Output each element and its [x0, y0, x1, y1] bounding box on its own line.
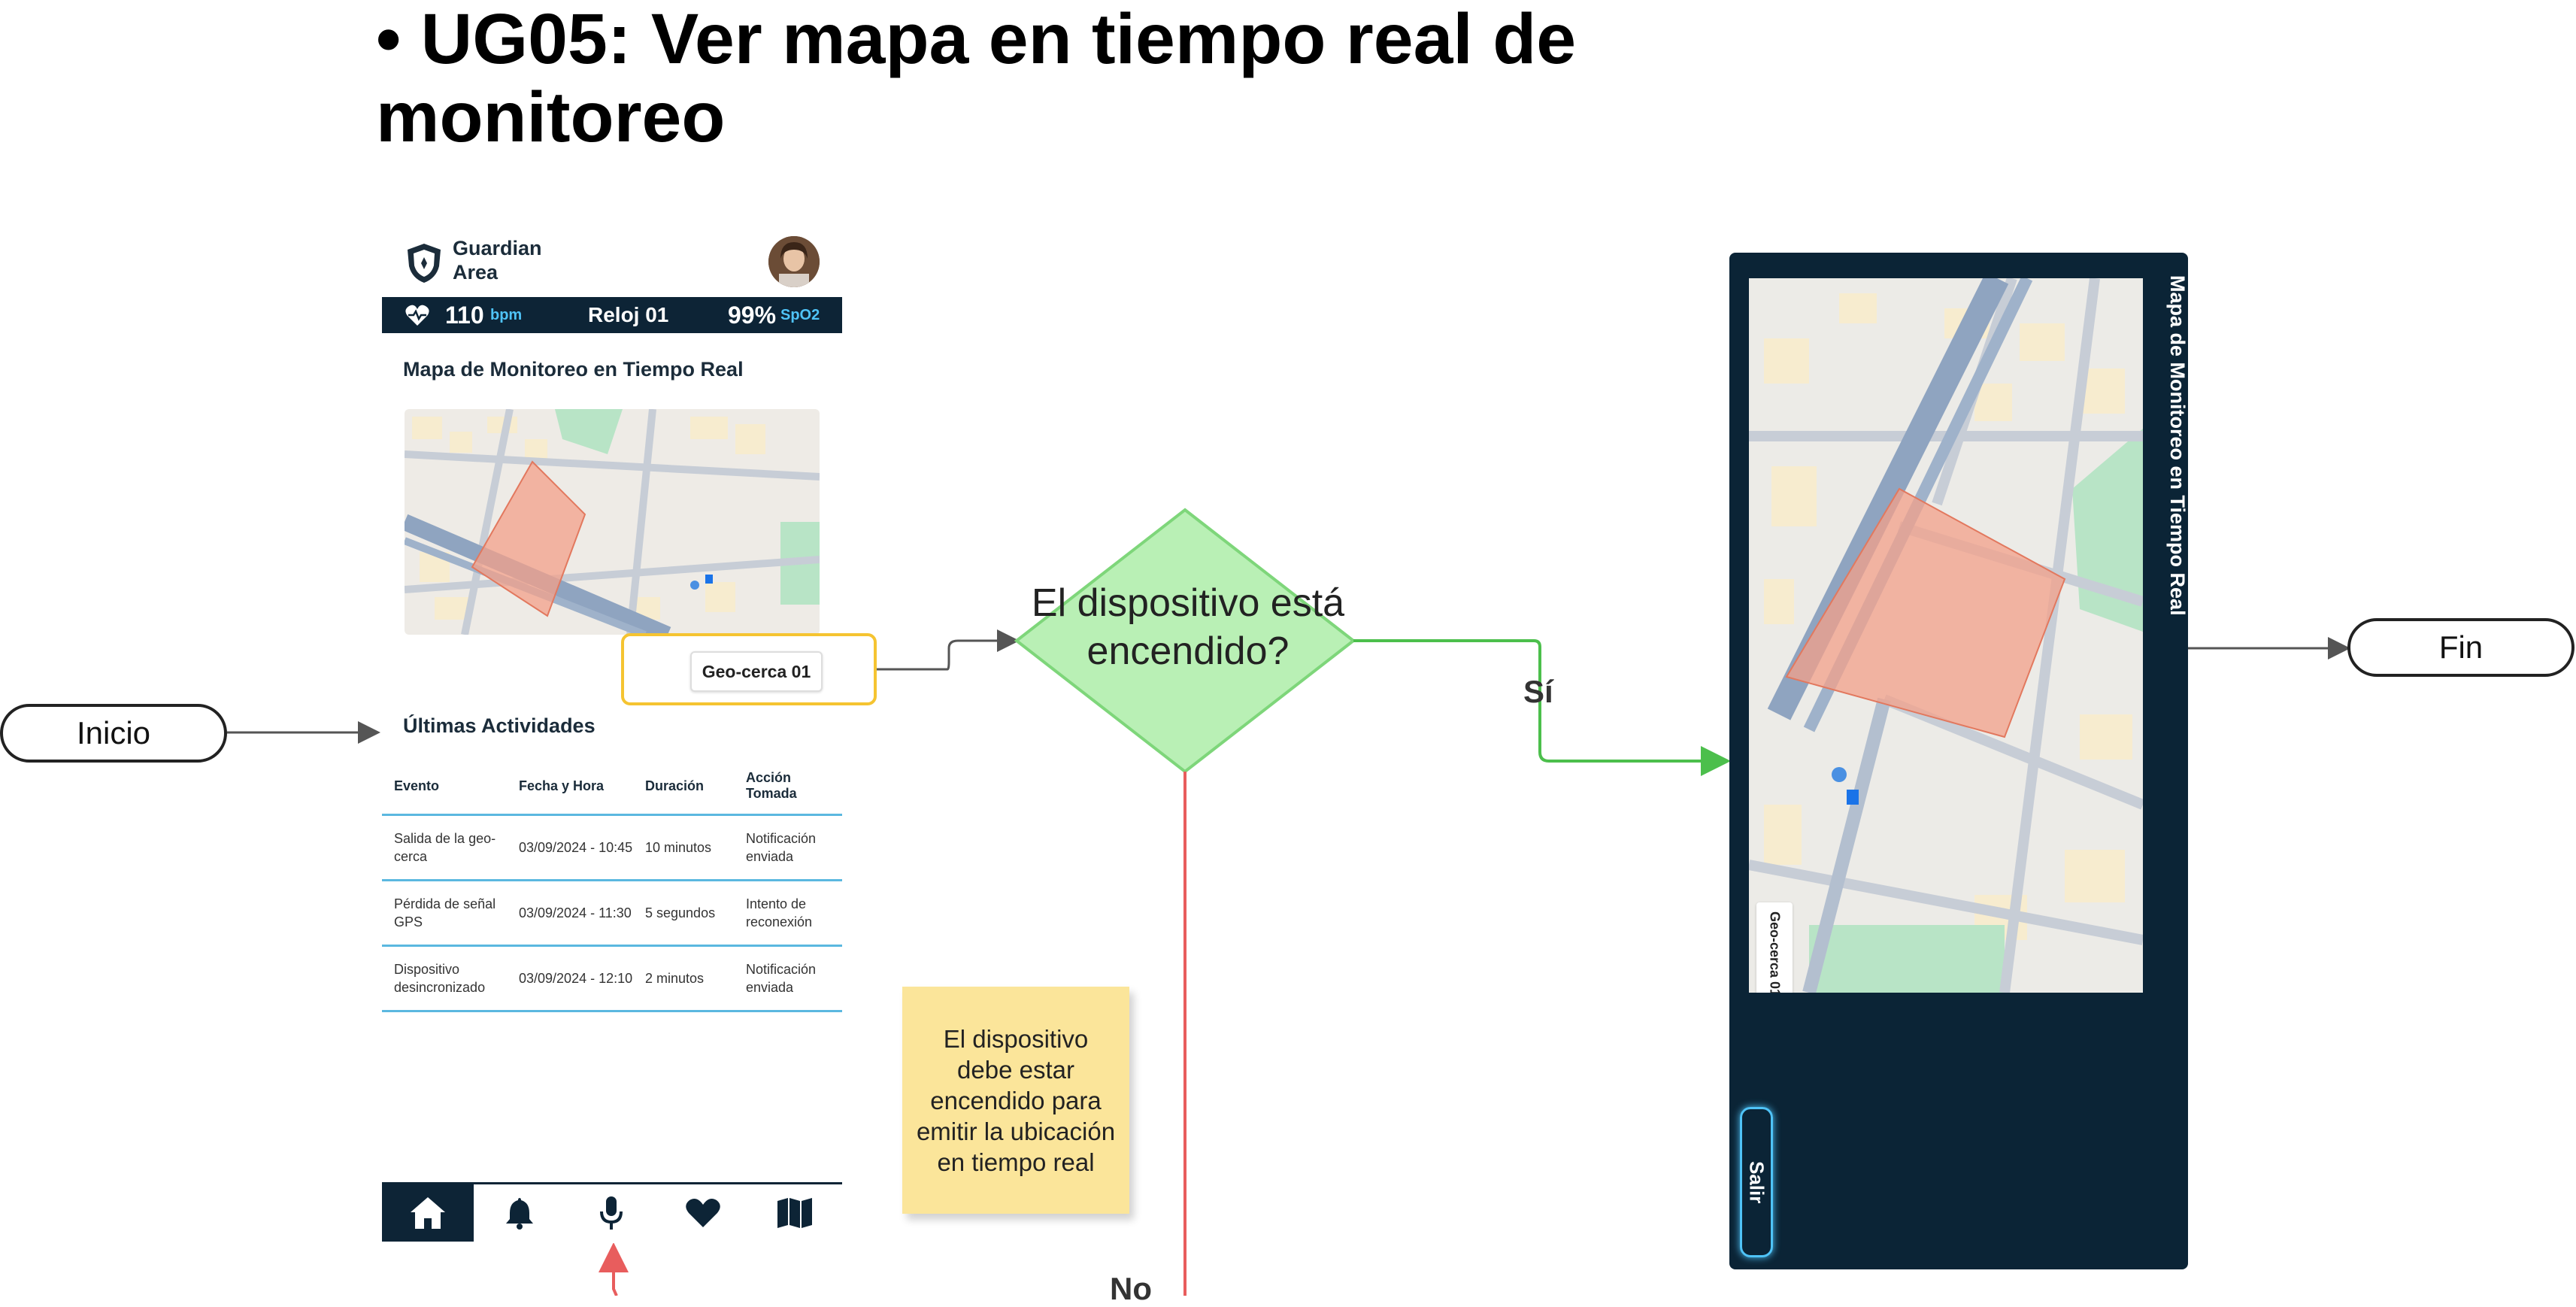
- col-header-duration: Duración: [633, 764, 734, 816]
- cell-duration: 5 segundos: [633, 880, 734, 947]
- nav-notifications[interactable]: [474, 1184, 565, 1242]
- bpm-unit: bpm: [490, 307, 523, 323]
- table-header-row: Evento Fecha y Hora Duración Acción Toma…: [382, 764, 842, 816]
- cell-action: Intento de reconexión: [734, 880, 842, 947]
- shield-logo-icon: [408, 244, 441, 283]
- nav-map[interactable]: [749, 1184, 841, 1242]
- bell-icon: [506, 1198, 533, 1230]
- app-name-line2: Area: [453, 261, 499, 284]
- spo2-value: 99%: [728, 302, 777, 329]
- home-icon: [411, 1197, 445, 1229]
- page-title: • UG05: Ver mapa en tiempo real de monit…: [376, 0, 1577, 157]
- avatar[interactable]: [768, 236, 820, 287]
- start-label: Inicio: [76, 715, 151, 751]
- map-screen-title: Mapa de Monitoreo en Tiempo Real: [2166, 275, 2189, 616]
- cell-action: Notificación enviada: [734, 814, 842, 881]
- device-name: Reloj 01: [588, 303, 669, 326]
- microphone-icon: [600, 1196, 623, 1230]
- cell-duration: 10 minutos: [633, 814, 734, 881]
- decision-text: El dispositivo está encendido?: [1031, 581, 1345, 673]
- col-header-event: Evento: [382, 764, 507, 816]
- table-row[interactable]: Dispositivo desincronizado 03/09/2024 - …: [382, 945, 842, 1012]
- table-row[interactable]: Pérdida de señal GPS 03/09/2024 - 11:30 …: [382, 880, 842, 947]
- heart-rate-icon: [405, 305, 429, 326]
- map-icon: [777, 1198, 812, 1228]
- bottom-nav: [382, 1182, 842, 1243]
- nav-home[interactable]: [382, 1184, 474, 1242]
- cell-event: Dispositivo desincronizado: [382, 945, 507, 1012]
- col-header-datetime: Fecha y Hora: [507, 764, 633, 816]
- map-section-title: Mapa de Monitoreo en Tiempo Real: [403, 358, 744, 381]
- screen-home: Guardian Area 110 bpm Reloj 01 99% SpO2 …: [382, 226, 877, 1243]
- exit-button[interactable]: Salir: [1740, 1107, 1773, 1257]
- monitoring-map-full[interactable]: Geo-cerca 01: [1749, 278, 2143, 993]
- app-header: Guardian Area: [382, 226, 842, 298]
- edge-yes: [1353, 639, 1731, 776]
- cell-event: Salida de la geo-cerca: [382, 814, 507, 881]
- vitals-bar: 110 bpm Reloj 01 99% SpO2: [382, 297, 842, 333]
- activities-table: Evento Fecha y Hora Duración Acción Toma…: [382, 764, 842, 1012]
- edge-geofence-to-decision: [877, 629, 1020, 671]
- table-row[interactable]: Salida de la geo-cerca 03/09/2024 - 10:4…: [382, 814, 842, 881]
- heart-icon: [686, 1199, 720, 1227]
- no-label: No: [1110, 1271, 1152, 1306]
- app-name-line1: Guardian: [453, 237, 542, 259]
- geofence-label: Geo-cerca 01: [1767, 911, 1783, 993]
- geofence-button[interactable]: Geo-cerca 01: [690, 651, 823, 692]
- col-header-action: Acción Tomada: [734, 764, 842, 816]
- yes-label: Sí: [1523, 674, 1553, 709]
- cell-datetime: 03/09/2024 - 11:30: [507, 880, 633, 947]
- nav-health[interactable]: [657, 1184, 749, 1242]
- geofence-highlight: Geo-cerca 01: [621, 633, 877, 705]
- spo2-unit: SpO2: [780, 307, 820, 323]
- cell-event: Pérdida de señal GPS: [382, 880, 507, 947]
- edge-no-return: [599, 1242, 629, 1296]
- start-node: Inicio: [0, 704, 227, 763]
- geofence-button[interactable]: Geo-cerca 01: [1756, 902, 1793, 993]
- cell-action: Notificación enviada: [734, 945, 842, 1012]
- cell-duration: 2 minutos: [633, 945, 734, 1012]
- bpm-value: 110: [445, 302, 484, 329]
- screen-map: Geo-cerca 01 Mapa de Monitoreo en Tiempo…: [1729, 253, 2189, 1269]
- app-name: Guardian Area: [453, 236, 542, 284]
- nav-voice[interactable]: [565, 1184, 657, 1242]
- activities-title: Últimas Actividades: [403, 714, 596, 737]
- sticky-note: El dispositivo debe estar encendido para…: [902, 987, 1129, 1214]
- cell-datetime: 03/09/2024 - 12:10: [507, 945, 633, 1012]
- end-label: Fin: [2438, 629, 2484, 665]
- exit-label: Salir: [1745, 1160, 1768, 1204]
- note-text: El dispositivo debe estar encendido para…: [916, 1024, 1116, 1176]
- end-node: Fin: [2347, 618, 2574, 677]
- cell-datetime: 03/09/2024 - 10:45: [507, 814, 633, 881]
- monitoring-map-preview[interactable]: [405, 409, 820, 635]
